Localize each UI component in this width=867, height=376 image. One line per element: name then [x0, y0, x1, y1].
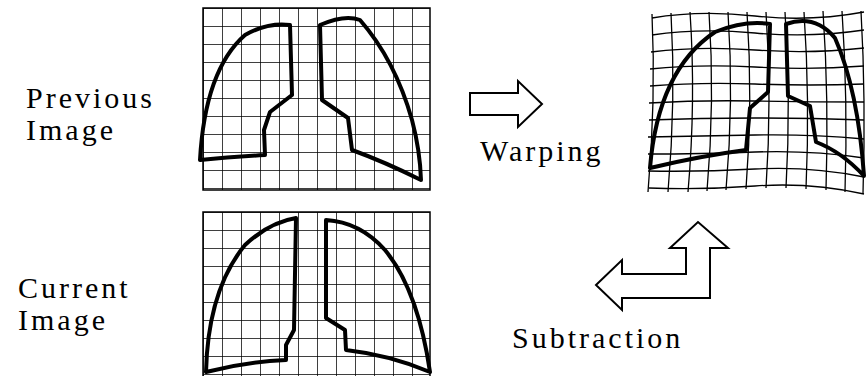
image-label: Previous Image — [26, 82, 201, 146]
current-lungs — [206, 218, 430, 372]
previous-lungs — [200, 18, 421, 180]
image-label: Current Image — [18, 272, 193, 336]
step-label: Warping — [480, 135, 604, 167]
warped-lungs — [650, 21, 864, 176]
step-label: Subtraction — [512, 322, 683, 354]
previous-grid — [203, 8, 430, 190]
warping-arrow — [470, 81, 542, 127]
warped-grid — [648, 11, 864, 194]
subtraction-arrow — [596, 222, 728, 310]
current-grid — [203, 212, 430, 376]
